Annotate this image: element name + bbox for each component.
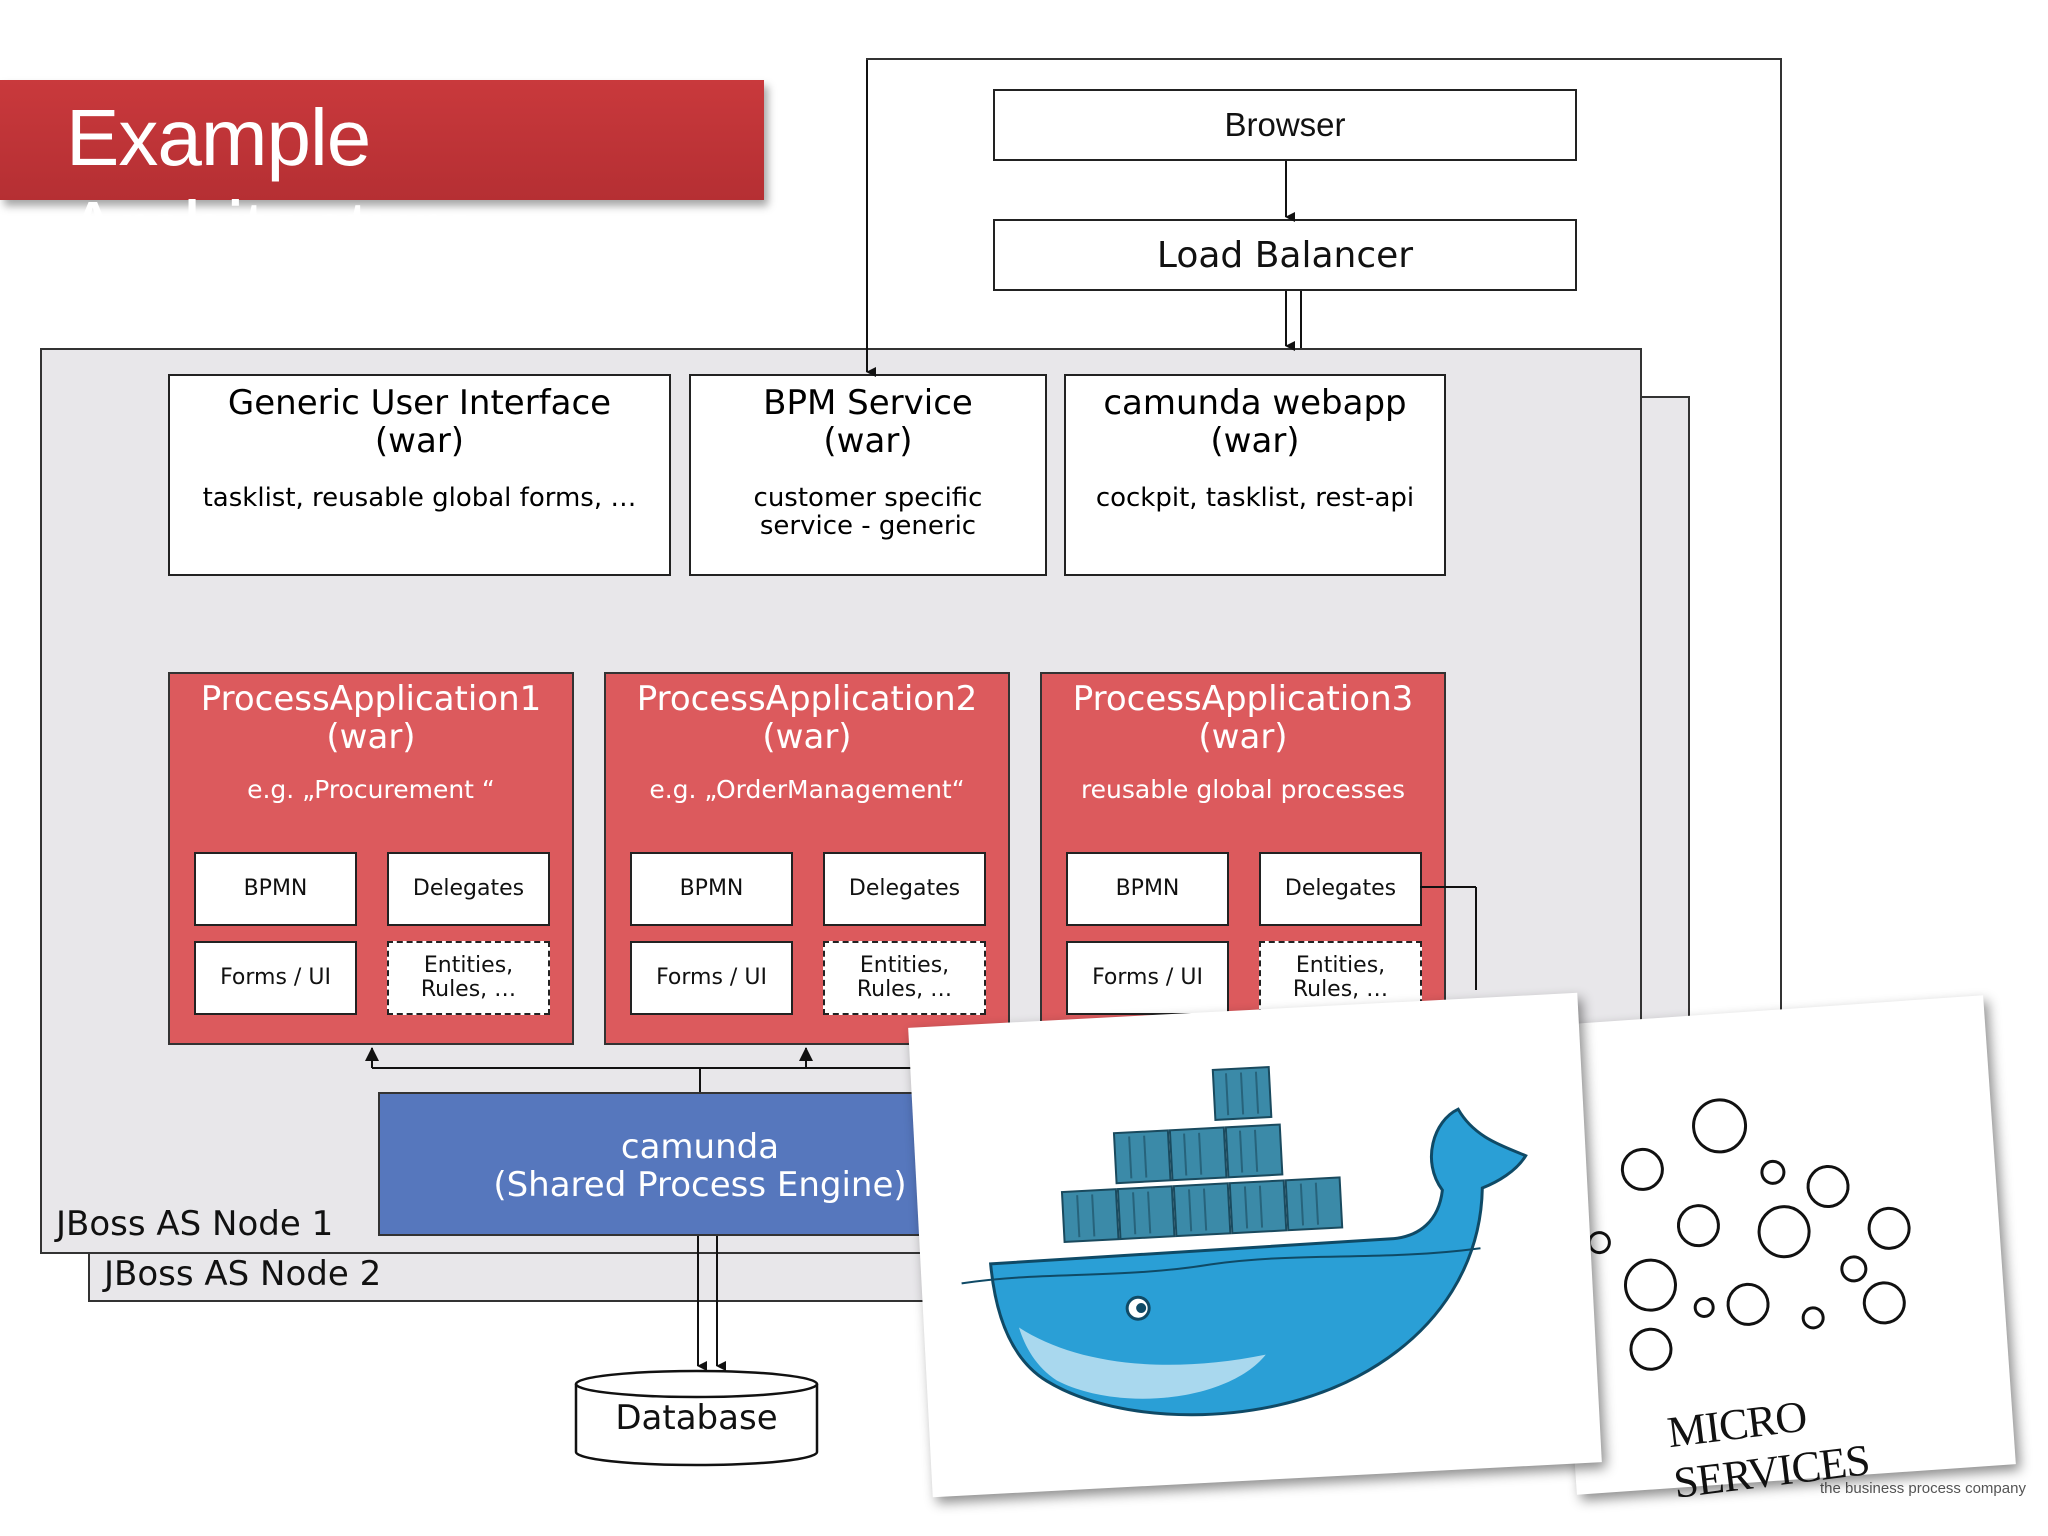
engine-line-1: camunda [620, 1127, 780, 1167]
process-app-1-entities-line1: Entities, [423, 953, 514, 978]
browser-box: Browser [993, 89, 1577, 161]
jboss-node-1-label: JBoss AS Node 1 [56, 1204, 334, 1244]
jboss-node-2-label: JBoss AS Node 2 [104, 1254, 382, 1294]
process-app-3: ProcessApplication3 (war) reusable globa… [1040, 672, 1446, 1045]
generic-ui-type: (war) [374, 421, 465, 461]
process-app-3-entities-line2: Rules, … [1292, 977, 1389, 1002]
process-app-3-bpmn: BPMN [1066, 852, 1229, 926]
bpm-service-box: BPM Service (war) customer specific serv… [689, 374, 1047, 576]
footer-tagline: the business process company [1820, 1480, 2026, 1497]
bpm-service-title: BPM Service [763, 383, 973, 423]
process-app-3-type: (war) [1198, 717, 1288, 757]
process-app-3-desc: reusable global processes [1080, 775, 1406, 804]
webapp-type: (war) [1210, 421, 1300, 461]
process-app-3-title: ProcessApplication3 [1072, 679, 1414, 719]
process-app-1-entities: Entities, Rules, … [387, 941, 550, 1015]
process-app-2-delegates: Delegates [823, 852, 986, 926]
process-app-3-entities-line1: Entities, [1295, 953, 1386, 978]
bpm-service-desc-2: service - generic [759, 511, 977, 541]
process-app-1-bpmn: BPMN [194, 852, 357, 926]
load-balancer-box: Load Balancer [993, 219, 1577, 291]
process-app-1-title: ProcessApplication1 [200, 679, 542, 719]
process-app-2: ProcessApplication2 (war) e.g. „OrderMan… [604, 672, 1010, 1045]
database-cylinder [574, 1369, 819, 1467]
process-app-2-title: ProcessApplication2 [636, 679, 978, 719]
process-app-1-entities-line2: Rules, … [420, 977, 517, 1002]
process-app-2-forms: Forms / UI [630, 941, 793, 1015]
browser-label: Browser [1224, 106, 1346, 143]
webapp-box: camunda webapp (war) cockpit, tasklist, … [1064, 374, 1446, 576]
process-app-1-forms: Forms / UI [194, 941, 357, 1015]
process-app-3-forms: Forms / UI [1066, 941, 1229, 1015]
webapp-desc: cockpit, tasklist, rest-api [1095, 483, 1415, 513]
docker-whale-icon [961, 1065, 1528, 1417]
database-label: Database [615, 1398, 778, 1438]
process-app-2-entities: Entities, Rules, … [823, 941, 986, 1015]
page-title: Example Architecture [66, 93, 482, 274]
docker-card [908, 992, 1602, 1498]
process-app-2-entities-line1: Entities, [859, 953, 950, 978]
process-app-2-bpmn: BPMN [630, 852, 793, 926]
webapp-title: camunda webapp [1103, 383, 1407, 423]
process-app-1: ProcessApplication1 (war) e.g. „Procurem… [168, 672, 574, 1045]
title-banner: Example Architecture [0, 80, 764, 274]
process-app-2-desc: e.g. „OrderManagement“ [649, 775, 965, 804]
microservices-card: MICRO SERVICES [1544, 995, 2016, 1508]
process-app-1-type: (war) [326, 717, 416, 757]
load-balancer-label: Load Balancer [1156, 234, 1414, 276]
bpm-service-desc-1: customer specific [753, 483, 983, 513]
microservices-bubbles-icon [1587, 1098, 1911, 1371]
process-app-2-type: (war) [762, 717, 852, 757]
process-app-2-entities-line2: Rules, … [856, 977, 953, 1002]
generic-ui-desc: tasklist, reusable global forms, … [202, 483, 637, 513]
engine-line-2: (Shared Process Engine) [493, 1165, 907, 1205]
generic-ui-title: Generic User Interface [227, 383, 612, 423]
bpm-service-type: (war) [823, 421, 913, 461]
process-app-1-delegates: Delegates [387, 852, 550, 926]
process-app-3-delegates: Delegates [1259, 852, 1422, 926]
generic-ui-box: Generic User Interface (war) tasklist, r… [168, 374, 671, 576]
process-app-1-desc: e.g. „Procurement “ [247, 775, 495, 804]
